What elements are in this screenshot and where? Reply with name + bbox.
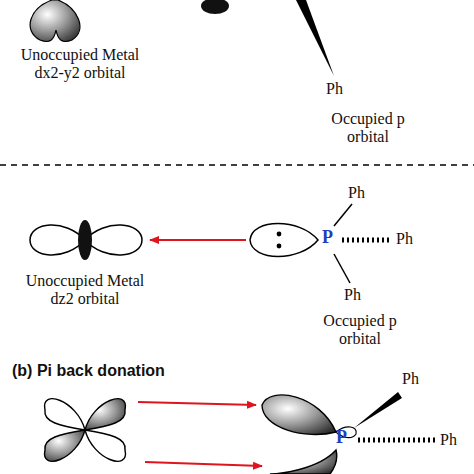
orbital-caption: Occupied p orbital [310,312,410,348]
orbital-caption: Occupied p orbital [318,110,418,146]
antibonding-lobe [262,395,336,435]
d-orbital [45,399,126,462]
orbital-caption: Unoccupied Metal dx2-y2 orbital [15,46,145,82]
lone-pair-dot [277,244,282,249]
group-label: Ph [440,431,457,449]
lone-pair-lobe [250,224,318,257]
group-label: Ph [396,230,413,248]
bond-wedge [296,0,334,76]
bond-hashed [342,238,392,243]
atom-label: P [322,228,333,246]
group-label: Ph [402,370,419,388]
antibonding-lobe [270,450,337,474]
backdonation-arrow [138,402,256,405]
dz2-lobe [30,225,85,255]
orbital-lobe [30,0,80,42]
group-label: Ph [326,80,343,98]
divider [0,164,474,166]
donation-arrow [150,239,246,241]
orbital-caption: Unoccupied Metal dz2 orbital [20,272,150,308]
bond-hashed [358,438,436,443]
bond [334,204,352,226]
section-heading: (b) Pi back donation [12,362,165,380]
bond-wedge [354,392,402,428]
group-label: Ph [348,184,365,202]
orbital-lobe [201,0,229,14]
group-label: Ph [344,286,361,304]
dz2-lobe [85,225,142,255]
bond [334,254,350,283]
dz2-ring [78,220,92,260]
backdonation-arrow [145,462,262,466]
lone-pair-dot [277,232,282,237]
atom-label: P [336,428,347,446]
